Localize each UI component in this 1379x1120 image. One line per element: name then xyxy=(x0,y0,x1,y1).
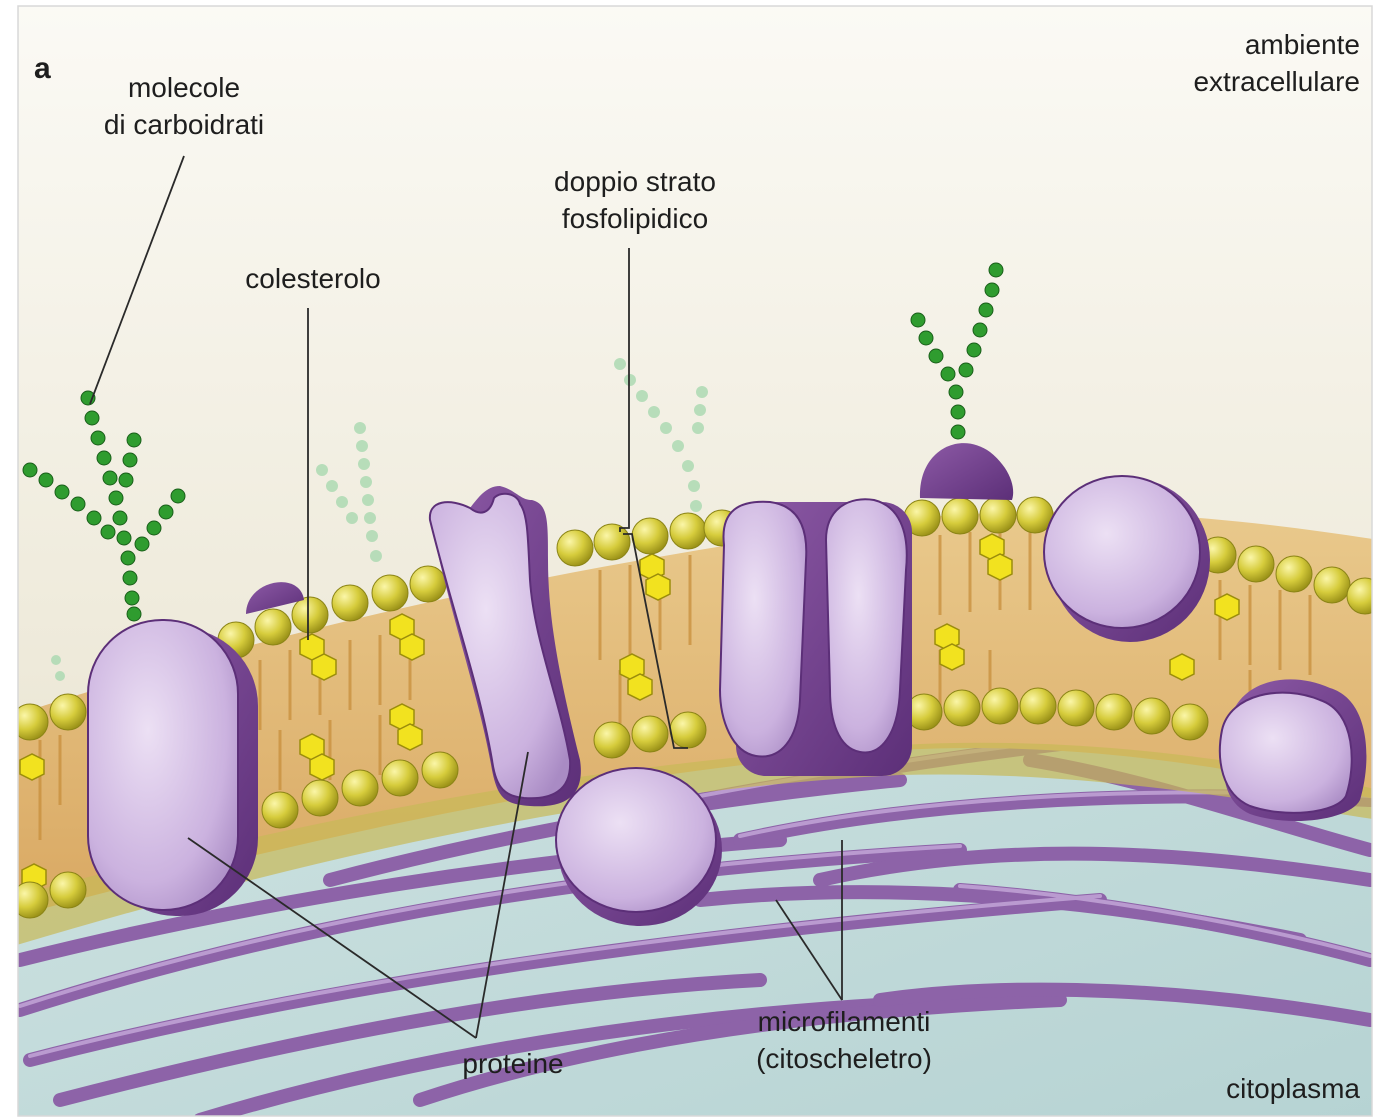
cholesterol-label: colesterolo xyxy=(213,260,413,297)
carbohydrates-label-line2: di carboidrati xyxy=(84,106,284,143)
proteins-label: proteine xyxy=(413,1045,613,1082)
carbohydrates-label: molecole di carboidrati xyxy=(84,69,284,143)
cytoplasm-label: citoplasma xyxy=(1120,1070,1360,1107)
bilayer-label-line1: doppio strato xyxy=(525,163,745,200)
carbohydrates-label-line1: molecole xyxy=(84,69,284,106)
bilayer-label: doppio strato fosfolipidico xyxy=(525,163,745,237)
bilayer-label-line2: fosfolipidico xyxy=(525,200,745,237)
extracellular-label: ambiente extracellulare xyxy=(1100,26,1360,100)
microfilaments-label-line1: microfilamenti xyxy=(724,1003,964,1040)
microfilaments-label-line2: (citoscheletro) xyxy=(724,1040,964,1077)
extracellular-label-line2: extracellulare xyxy=(1100,63,1360,100)
extracellular-label-line1: ambiente xyxy=(1100,26,1360,63)
panel-letter: a xyxy=(34,50,51,87)
microfilaments-label: microfilamenti (citoscheletro) xyxy=(724,1003,964,1077)
